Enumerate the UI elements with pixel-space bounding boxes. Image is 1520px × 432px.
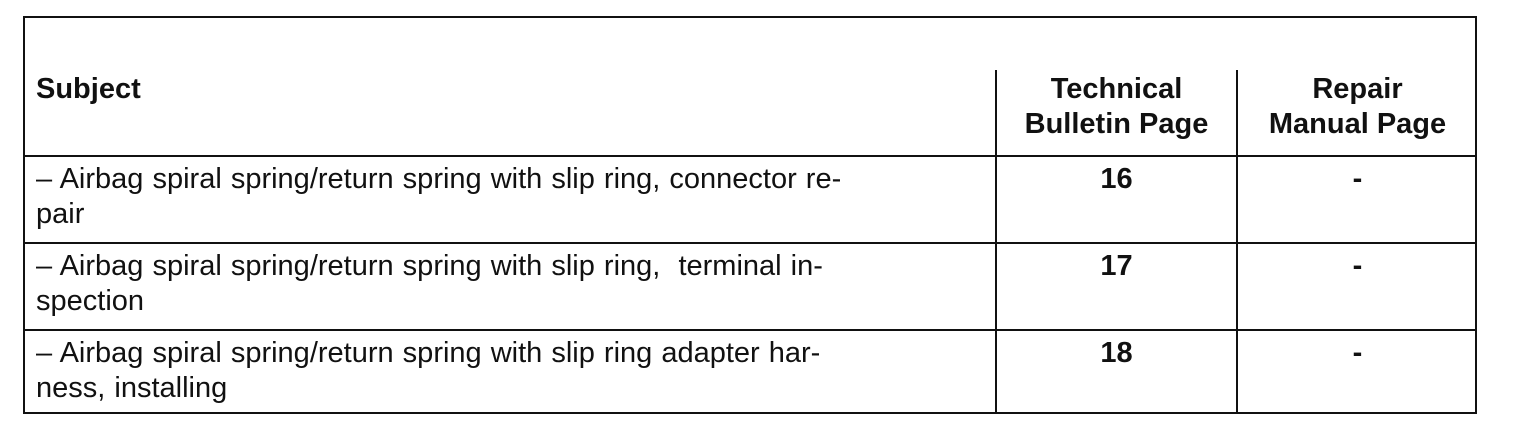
row-3-subject-line-2: ness, installing (36, 372, 228, 404)
header-technical-line-2: Bulletin Page (1024, 108, 1209, 140)
header-row-divider (25, 155, 1475, 157)
row-2-repair-page: - (1352, 250, 1363, 282)
row-2-subject-line-1: – Airbag spiral spring/return spring wit… (36, 250, 823, 282)
row-1-subject-line-1: – Airbag spiral spring/return spring wit… (36, 163, 842, 195)
row-1-subject: – Airbag spiral spring/return spring wit… (36, 162, 991, 232)
header-repair-line-2: Manual Page (1268, 108, 1447, 140)
row-1-technical-page: 16 (1100, 163, 1133, 195)
reference-table: Subject Technical Bulletin Page Repair M… (23, 16, 1477, 414)
header-repair-manual-page: Repair Manual Page (1238, 72, 1477, 142)
row-2-subject: – Airbag spiral spring/return spring wit… (36, 249, 991, 319)
row-3-subject: – Airbag spiral spring/return spring wit… (36, 336, 991, 406)
header-technical-bulletin-page: Technical Bulletin Page (997, 72, 1236, 142)
header-subject: Subject (36, 72, 976, 107)
row-3-technical-page: 18 (1100, 337, 1133, 369)
row-3-repair-page: - (1352, 337, 1363, 369)
row-2-subject-line-2: spection (36, 285, 145, 317)
row-1-repair-page: - (1352, 163, 1363, 195)
header-technical-line-1: Technical (1050, 73, 1183, 105)
row-3-subject-line-1: – Airbag spiral spring/return spring wit… (36, 337, 821, 369)
row-2-technical-page: 17 (1100, 250, 1133, 282)
column-divider-1 (995, 70, 997, 412)
column-divider-2 (1236, 70, 1238, 412)
header-subject-label: Subject (36, 73, 141, 105)
row-1-subject-line-2: pair (36, 198, 85, 230)
row-divider-1 (25, 242, 1475, 244)
row-divider-2 (25, 329, 1475, 331)
header-repair-line-1: Repair (1312, 73, 1403, 105)
